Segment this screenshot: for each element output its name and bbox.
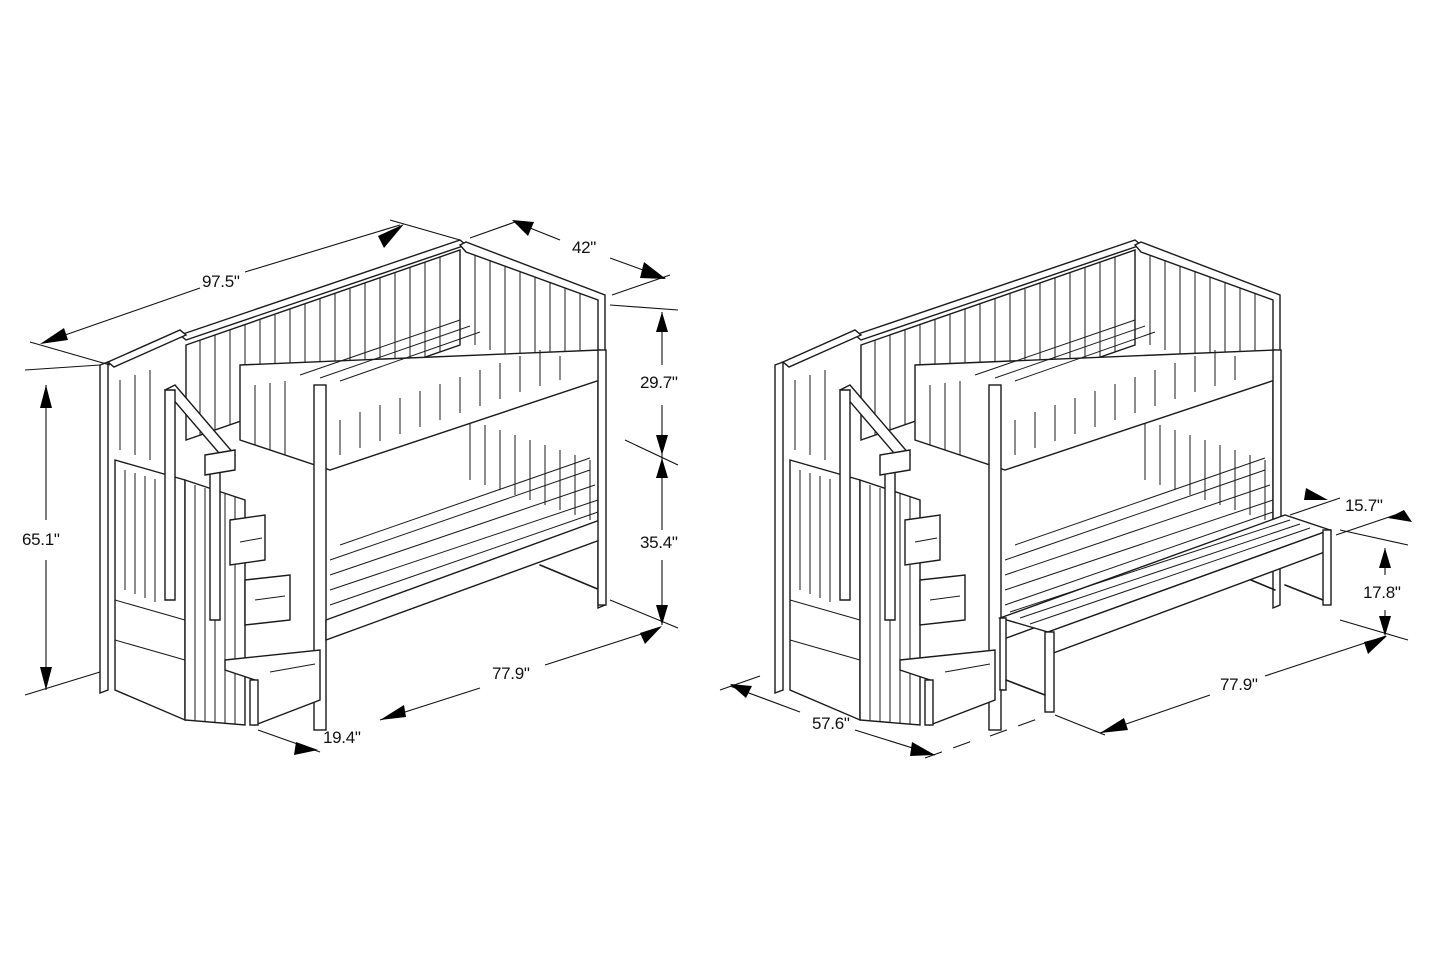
bunk-bed-right-drawing: [774, 239, 1282, 731]
dim-stair-depth: 19.4": [323, 728, 361, 747]
dim-trundle-width: 15.7": [1345, 496, 1383, 515]
dim-bed-length-right: 77.9": [1220, 675, 1258, 694]
dim-trundle-height: 17.8": [1363, 583, 1401, 602]
dim-overall-length: 97.5": [202, 272, 240, 291]
dim-depth: 42": [572, 238, 597, 257]
bunk-bed-left-drawing: [99, 239, 607, 731]
trundle-drawing: [997, 514, 1333, 713]
dim-guardrail-height: 29.7": [640, 373, 678, 392]
dim-overall-width-trundle: 57.6": [812, 714, 850, 733]
dim-overall-height: 65.1": [22, 530, 60, 549]
dim-bed-length-left: 77.9": [492, 664, 530, 683]
right-dimension-lines: [719, 488, 1412, 759]
left-dimension-lines: [24, 219, 679, 755]
dim-bottom-clearance: 35.4": [640, 533, 678, 552]
